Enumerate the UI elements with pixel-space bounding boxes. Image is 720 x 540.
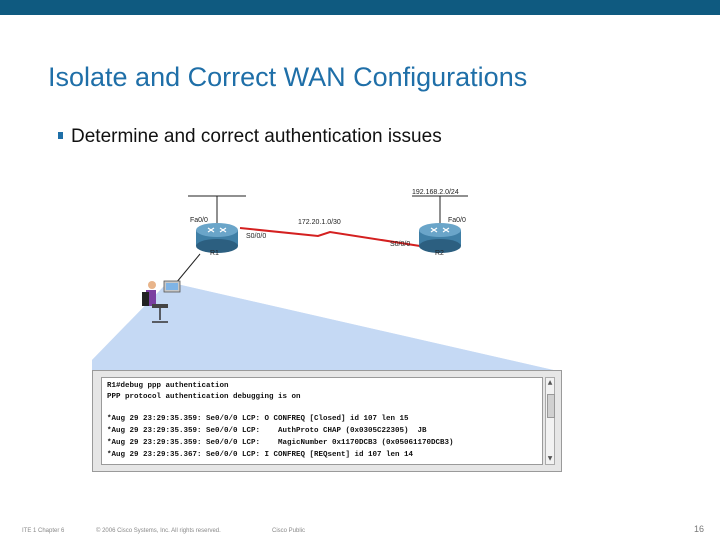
top-banner	[0, 0, 720, 15]
footer-course: ITE 1 Chapter 6	[22, 528, 65, 534]
bullet-item: Determine and correct authentication iss…	[58, 126, 442, 148]
r2-name-label: R2	[435, 250, 444, 257]
r1-s000-label: S0/0/0	[246, 233, 266, 240]
bullet-square-icon	[58, 132, 63, 139]
terminal-line: *Aug 29 23:29:35.359: Se0/0/0 LCP: AuthP…	[107, 427, 427, 435]
console-cable	[175, 253, 201, 284]
terminal-output: R1#debug ppp authentication PPP protocol…	[101, 377, 543, 465]
r2-s000-label: S0/0/0	[390, 241, 410, 248]
scroll-down-arrow-icon[interactable]: ▼	[547, 455, 553, 462]
footer-classification: Cisco Public	[272, 528, 306, 534]
bullet-text: Determine and correct authentication iss…	[71, 126, 442, 147]
r2-lan-network-label: 192.168.2.0/24	[412, 189, 459, 196]
terminal-window: R1#debug ppp authentication PPP protocol…	[92, 370, 562, 472]
terminal-line: PPP protocol authentication debugging is…	[107, 393, 301, 401]
scrollbar-thumb[interactable]	[547, 394, 555, 418]
serial-link	[239, 227, 421, 247]
r1-fa0-label: Fa0/0	[190, 217, 208, 224]
router-r1-icon	[196, 223, 238, 253]
wan-network-label: 172.20.1.0/30	[298, 219, 341, 226]
terminal-line: R1#debug ppp authentication	[107, 382, 229, 390]
r1-name-label: R1	[210, 250, 219, 257]
page-number: 16	[693, 524, 704, 534]
router-r2-icon	[419, 223, 461, 253]
terminal-line: *Aug 29 23:29:35.359: Se0/0/0 LCP: Magic…	[107, 439, 454, 447]
terminal-scrollbar[interactable]: ▲ ▼	[545, 377, 555, 465]
terminal-line: *Aug 29 23:29:35.359: Se0/0/0 LCP: O CON…	[107, 415, 409, 423]
footer-copyright: © 2006 Cisco Systems, Inc. All rights re…	[96, 528, 221, 534]
scroll-up-arrow-icon[interactable]: ▲	[547, 379, 553, 386]
slide-title: Isolate and Correct WAN Configurations	[48, 62, 528, 92]
terminal-line: *Aug 29 23:29:35.367: Se0/0/0 LCP: I CON…	[107, 451, 414, 459]
r2-fa0-label: Fa0/0	[448, 217, 466, 224]
administrator-workstation-icon	[142, 280, 181, 323]
